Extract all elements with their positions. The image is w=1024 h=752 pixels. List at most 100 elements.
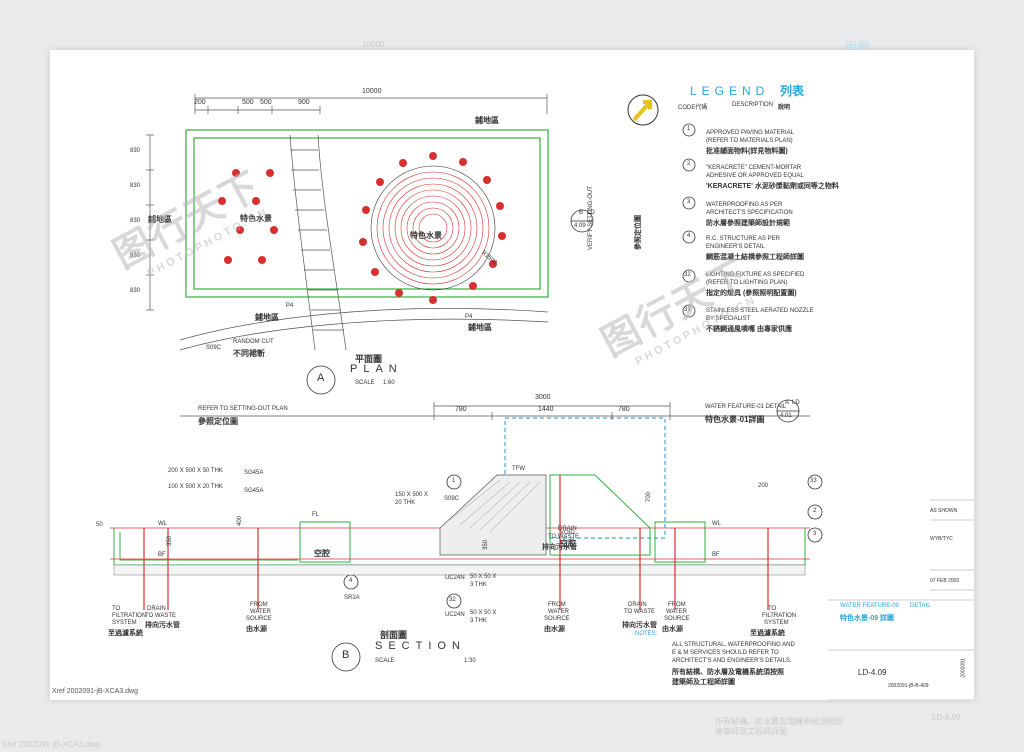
background-dim: 10000 [362, 40, 385, 49]
section-dim-1: 780 [455, 406, 467, 413]
callout-c3b: 20 THK [395, 500, 416, 506]
section-center-drain: DRAIN [558, 526, 577, 532]
plan-title-cn: 平面圖 [355, 354, 383, 364]
plan-left-dim-3: 830 [130, 253, 141, 259]
section-title: SECTION [375, 640, 466, 652]
callout-c5-tag: UC24N [445, 612, 465, 618]
section-detail-sheet: 4.01 [780, 413, 792, 419]
legend-item-1-en2: (REFER TO MATERIALS PLAN) [706, 138, 793, 144]
legend-item-2-cn: 'KERACRETE' 水泥砂漿黏劑或同等之物料 [706, 183, 839, 190]
bl4-l2: TO WASTE [624, 609, 656, 615]
legend-desc-header-cn: 說明 [778, 105, 791, 111]
section-num-2: 2 [813, 508, 817, 514]
legend-item-2-en2: ADHESIVE OR APPROVED EQUAL [706, 173, 804, 179]
plan-paving-left: 鋪地區 [148, 215, 172, 224]
callout-c3-tag: S09C [444, 496, 460, 502]
background-notes-cn2: 建築師及工程師詳圖 [715, 727, 787, 736]
section-side-dim-350b: 350 [483, 539, 490, 551]
bl4-l1: DRAIN [628, 602, 647, 608]
bl2-l1: FROM [250, 602, 268, 608]
plan-left-dim-2: 830 [130, 218, 141, 224]
tb-wf-title: WATER FEATURE-09 [840, 603, 899, 609]
section-void-right: VOID [560, 530, 575, 536]
legend-item-3-en1: WATERPROOFING AS PER [706, 202, 783, 208]
plan-scale-value: 1:60 [383, 380, 395, 386]
north-arrow-icon [627, 94, 659, 126]
section-detail: WATER FEATURE-01 DETAIL [705, 404, 787, 410]
section-dim-2: 1440 [538, 406, 554, 413]
background-ld: LD-4.09 [932, 713, 961, 722]
tb-drawn: WYB/TYC [930, 536, 953, 542]
callout-c4a: 50 X 50 X [470, 574, 497, 580]
section-fl: FL [312, 512, 320, 518]
bl1-l1: DRAIN [147, 606, 166, 612]
section-num-3: 3 [813, 531, 817, 537]
legend-item-1-en1: APPROVED PAVING MATERIAL [706, 130, 795, 136]
section-tfw: TFW [512, 466, 525, 472]
tb-notes1: ALL STRUCTURAL, WATERPROOFING AND [672, 642, 795, 648]
bl0-cn: 至過濾系統 [108, 630, 143, 637]
legend-item-4-en2: ENGINEER'S DETAIL [706, 244, 765, 250]
plan-dim-2: 500 [260, 99, 272, 106]
bl6-l2: FILTRATION [762, 613, 797, 619]
callout-c3: 150 X 500 X [395, 492, 429, 498]
section-marker-b: B [342, 649, 350, 661]
plan-feature-right: 特色水景 [410, 231, 442, 240]
legend-item-32-en2: (REFER TO LIGHTING PLAN) [706, 280, 788, 286]
tb-wf-title-cn: 特色水景-09 詳圖 [840, 615, 895, 622]
plan-dim-1: 500 [242, 99, 254, 106]
tb-notes2: E & M SERVICES SHOULD REFER TO [672, 650, 779, 656]
section-scale-value: 1:30 [464, 658, 476, 664]
legend-title-cn: 列表 [780, 84, 805, 98]
bl4-cn: 排向污水管 [622, 622, 657, 629]
plan-paving-bottom-right: 鋪地區 [468, 323, 492, 332]
plan-title: PLAN [350, 363, 403, 375]
background-notes-cn: 所有結構、防水層及電機系統須按照 [715, 717, 843, 726]
plan-random-cut: RANDOM CUT [233, 339, 274, 345]
bl2-l3: SOURCE [246, 616, 272, 622]
tb-as-shown: AS SHOWN [930, 508, 958, 514]
plan-tag-p4a: P4 [286, 303, 294, 309]
callout-c2: 100 X 500 X 20 THK [168, 484, 223, 490]
section-title-cn: 剖面圖 [380, 630, 408, 640]
bl3-l1: FROM [548, 602, 566, 608]
plan-left-dim-1: 830 [130, 183, 141, 189]
bl6-l3: SYSTEM [764, 620, 789, 626]
plan-feature-left: 特色水景 [240, 214, 272, 223]
bl1-l2: TO WASTE [145, 613, 177, 619]
section-num-4: 4 [349, 578, 353, 584]
section-refer-cn: 參照定位圖 [198, 417, 238, 426]
callout-c4-tag: UC24N [445, 575, 465, 581]
bl5-cn: 由水源 [662, 626, 683, 633]
section-dim-3: 780 [618, 406, 630, 413]
section-side-dim-50: 50 [96, 522, 103, 528]
plan-dim-total: 10000 [362, 88, 382, 95]
drawing-sheet: 10000 200 500 500 900 830 830 830 830 83… [50, 50, 974, 700]
xref-label: Xref 2002091-jB-XCA3.dwg [52, 688, 138, 695]
legend-item-3-cn: 防水層參照建築師設計規範 [706, 220, 790, 227]
bl0-l2: FILTRATION [112, 613, 147, 619]
plan-verify: VERIFY SETTING-OUT [588, 186, 594, 250]
drawing-lines [110, 94, 974, 700]
plan-scale: SCALE [355, 380, 375, 386]
section-center-drain-2: TO WASTE [548, 534, 580, 540]
section-num-33: 33 [810, 478, 817, 484]
section-refer: REFER TO SETTING-OUT PLAN [198, 406, 288, 412]
bl3-l2: WATER [548, 609, 569, 615]
section-wl-right: WL [712, 521, 721, 527]
section-side-dim-200: 200 [758, 483, 769, 489]
section-side-dim-400: 400 [237, 515, 244, 527]
callout-sr2a: SR2A [344, 595, 360, 601]
tb-sheet-no: LD-4.09 [858, 668, 887, 677]
plan-dim-3: 900 [298, 99, 310, 106]
callout-c5b: 3 THK [470, 618, 487, 624]
legend-title: LEGEND [690, 84, 770, 98]
legend-desc-header: DESCRIPTION [732, 102, 774, 108]
section-dim-total: 3000 [535, 394, 551, 401]
bl1-cn: 排向污水管 [145, 622, 180, 629]
section-num-32: 32 [449, 597, 456, 603]
legend-item-2-en1: "KERACRETE" CEMENT-MORTAR [706, 165, 802, 171]
legend-item-33-cn: 不銹鋼通風噴嘴 由專家供應 [706, 326, 792, 333]
bl3-l3: SOURCE [544, 616, 570, 622]
callout-c2-tag: SG45A [244, 488, 264, 494]
